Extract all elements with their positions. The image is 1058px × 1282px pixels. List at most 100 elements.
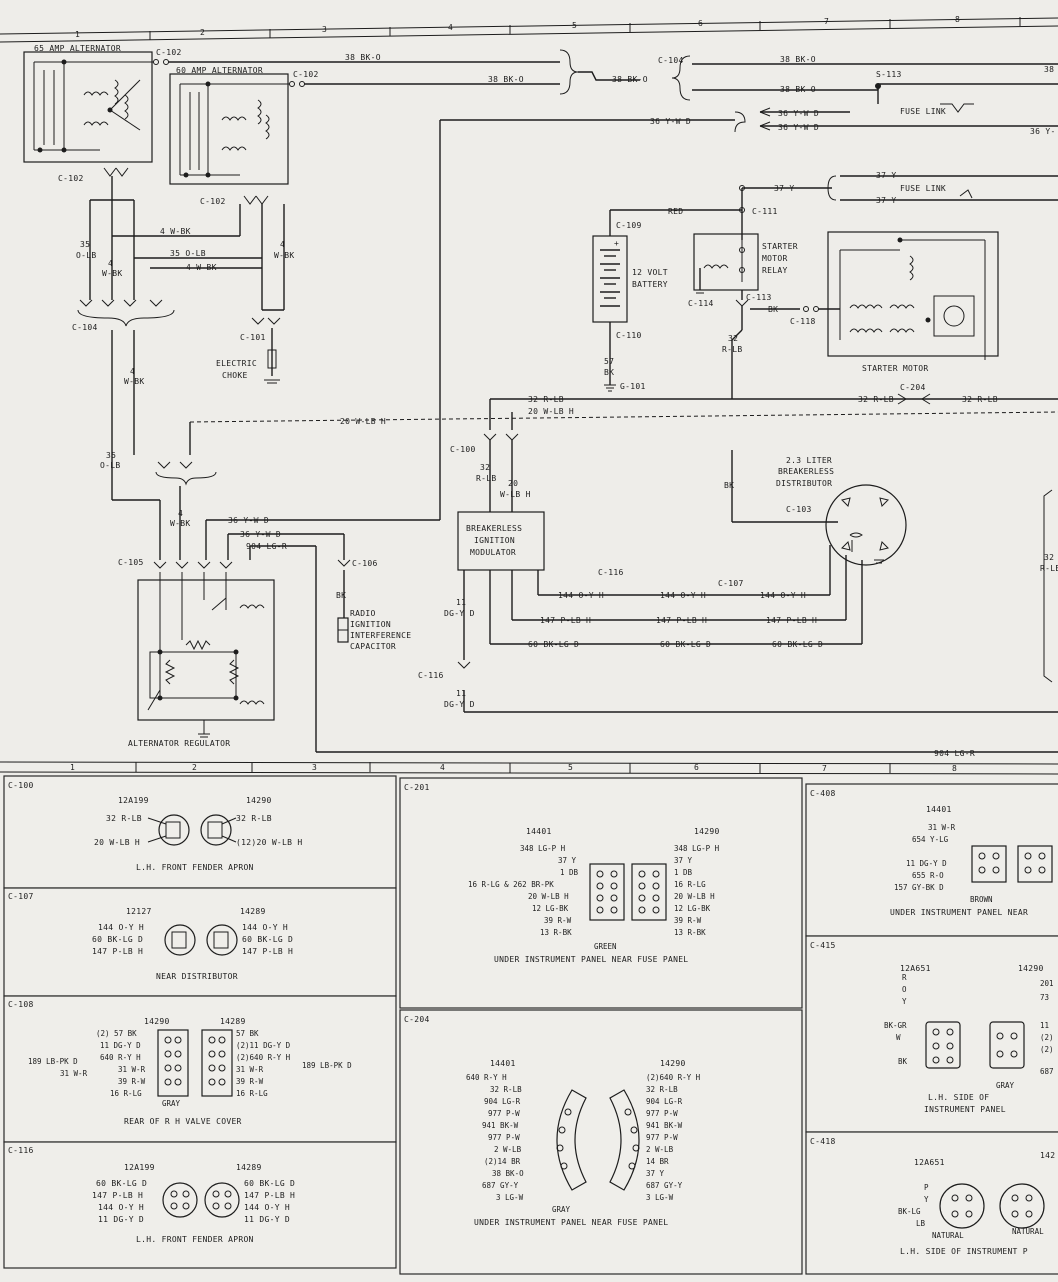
ruler-num: 4 bbox=[440, 763, 445, 772]
fuse-link-label: FUSE LINK bbox=[900, 107, 946, 116]
regulator-label: ALTERNATOR REGULATOR bbox=[128, 739, 230, 748]
wire-label: 38 BK-O bbox=[488, 75, 524, 84]
conn-label: C-103 bbox=[786, 505, 812, 514]
svg-text:GRAY: GRAY bbox=[162, 1099, 181, 1108]
svg-text:L.H. SIDE OF: L.H. SIDE OF bbox=[928, 1093, 989, 1102]
panel-c107: C-107 12127 14289 144 O-Y H 60 BK-LG D 1… bbox=[3, 887, 397, 997]
wire-label: W-BK bbox=[170, 519, 190, 528]
svg-text:640 R-Y H: 640 R-Y H bbox=[100, 1053, 141, 1062]
wire-label: 60 BK-LG D bbox=[528, 640, 579, 649]
svg-text:14290: 14290 bbox=[1018, 964, 1044, 973]
ruler-num: 6 bbox=[698, 19, 703, 28]
svg-text:16 R-LG: 16 R-LG bbox=[110, 1089, 142, 1098]
panel-c100: C-100 12A199 14290 32 R-LB 20 W-LB H 32 … bbox=[3, 775, 397, 889]
svg-text:144 O-Y H: 144 O-Y H bbox=[98, 923, 144, 932]
svg-text:31 W-R: 31 W-R bbox=[60, 1069, 88, 1078]
svg-text:14290: 14290 bbox=[694, 827, 720, 836]
alternator-harness bbox=[77, 167, 285, 560]
starter-relay bbox=[693, 233, 800, 341]
svg-text:73: 73 bbox=[1040, 993, 1049, 1002]
alternator-65: 65 AMP ALTERNATOR bbox=[23, 44, 154, 163]
svg-text:(2): (2) bbox=[1040, 1033, 1054, 1042]
wire-label: 60 BK-LG D bbox=[772, 640, 823, 649]
svg-text:16 R-LG: 16 R-LG bbox=[674, 880, 706, 889]
ruler-num: 6 bbox=[694, 763, 699, 772]
capacitor-label: INTERFERENCE bbox=[350, 631, 411, 640]
charging-wires bbox=[153, 49, 1058, 520]
svg-text:C-107: C-107 bbox=[8, 892, 34, 901]
wire-label: 35 O-LB bbox=[170, 249, 206, 258]
svg-text:C-108: C-108 bbox=[8, 1000, 34, 1009]
svg-text:904 LG-R: 904 LG-R bbox=[484, 1097, 521, 1106]
panel-c415: C-415 12A651 14290 R O Y BK-GR W BK 201 … bbox=[805, 935, 1058, 1133]
svg-text:60 AMP ALTERNATOR: 60 AMP ALTERNATOR bbox=[176, 66, 263, 75]
svg-text:904 LG-R: 904 LG-R bbox=[646, 1097, 683, 1106]
svg-text:(2): (2) bbox=[1040, 1045, 1054, 1054]
svg-text:(2)14 BR: (2)14 BR bbox=[484, 1157, 521, 1166]
ruler-num: 8 bbox=[952, 764, 957, 773]
conn-label: S-113 bbox=[876, 70, 902, 79]
svg-text:147 P-LB H: 147 P-LB H bbox=[92, 1191, 143, 1200]
svg-text:11 DG-Y D: 11 DG-Y D bbox=[100, 1041, 141, 1050]
svg-text:LB: LB bbox=[916, 1219, 926, 1228]
wire-label: 32 bbox=[728, 334, 738, 343]
module-label: MODULATOR bbox=[470, 548, 516, 557]
svg-text:14401: 14401 bbox=[926, 805, 952, 814]
wire-label: 37 Y bbox=[876, 171, 896, 180]
svg-text:941 BK-W: 941 BK-W bbox=[646, 1121, 683, 1130]
conn-label: C-104 bbox=[72, 323, 98, 332]
svg-text:14290: 14290 bbox=[246, 796, 272, 805]
svg-text:654 Y-LG: 654 Y-LG bbox=[912, 835, 949, 844]
svg-text:INSTRUMENT PANEL: INSTRUMENT PANEL bbox=[924, 1105, 1006, 1114]
starter-label: STARTER MOTOR bbox=[862, 364, 929, 373]
wire-label: R-LB bbox=[476, 474, 496, 483]
wire-label: 38 BK-O bbox=[780, 85, 816, 94]
conn-label: C-107 bbox=[718, 579, 744, 588]
wire-label: 144 O-Y H bbox=[660, 591, 706, 600]
svg-text:144 O-Y H: 144 O-Y H bbox=[242, 923, 288, 932]
wire-label: 36 Y-W D bbox=[778, 109, 819, 118]
svg-text:977 P-W: 977 P-W bbox=[488, 1109, 520, 1118]
svg-text:C-418: C-418 bbox=[810, 1137, 836, 1146]
wire-label: 904 LG-R bbox=[934, 749, 975, 758]
wire-label: 38 bbox=[1044, 65, 1054, 74]
wire-label: BK bbox=[604, 368, 614, 377]
wire-label: 4 W-BK bbox=[160, 227, 191, 236]
svg-text:20 W-LB H: 20 W-LB H bbox=[94, 838, 140, 847]
svg-text:144 O-Y H: 144 O-Y H bbox=[98, 1203, 144, 1212]
svg-text:14290: 14290 bbox=[660, 1059, 686, 1068]
conn-label: C-100 bbox=[450, 445, 476, 454]
svg-text:189 LB-PK D: 189 LB-PK D bbox=[28, 1057, 78, 1066]
wire-label: W-BK bbox=[124, 377, 144, 386]
svg-text:144 O-Y H: 144 O-Y H bbox=[244, 1203, 290, 1212]
svg-text:687 GY-Y: 687 GY-Y bbox=[482, 1181, 519, 1190]
ruler-num: 5 bbox=[572, 21, 577, 30]
panel-c418: C-418 12A651 142 P Y BK-LG LB NATURAL NA… bbox=[805, 1131, 1058, 1275]
relay-label: MOTOR bbox=[762, 254, 788, 263]
conn-label: G-101 bbox=[620, 382, 646, 391]
wire-label: W-LB H bbox=[500, 490, 531, 499]
wire-label: 57 bbox=[604, 357, 614, 366]
svg-text:20 W-LB H: 20 W-LB H bbox=[674, 892, 715, 901]
svg-text:13 R-BK: 13 R-BK bbox=[674, 928, 706, 937]
svg-text:31 W-R: 31 W-R bbox=[928, 823, 956, 832]
wire-label: 147 P-LB H bbox=[656, 616, 707, 625]
svg-text:147 P-LB H: 147 P-LB H bbox=[244, 1191, 295, 1200]
svg-text:11 DG-Y D: 11 DG-Y D bbox=[906, 859, 947, 868]
wire-label: 32 R-LB bbox=[858, 395, 894, 404]
starter-motor bbox=[803, 231, 999, 360]
capacitor-label: IGNITION bbox=[350, 620, 391, 629]
wire-label: 20 bbox=[508, 479, 518, 488]
fuse-link-label: FUSE LINK bbox=[900, 184, 946, 193]
wire-label: 32 bbox=[1044, 553, 1054, 562]
regulator-harness bbox=[137, 519, 1058, 753]
conn-label: C-102 bbox=[58, 174, 84, 183]
svg-text:GRAY: GRAY bbox=[552, 1205, 571, 1214]
wire-label: 4 bbox=[130, 367, 135, 376]
svg-text:37 Y: 37 Y bbox=[674, 856, 693, 865]
svg-text:13 R-BK: 13 R-BK bbox=[540, 928, 572, 937]
svg-text:655 R-O: 655 R-O bbox=[912, 871, 944, 880]
wire-label: DG-Y D bbox=[444, 609, 475, 618]
fuse-link-37 bbox=[609, 175, 1058, 240]
